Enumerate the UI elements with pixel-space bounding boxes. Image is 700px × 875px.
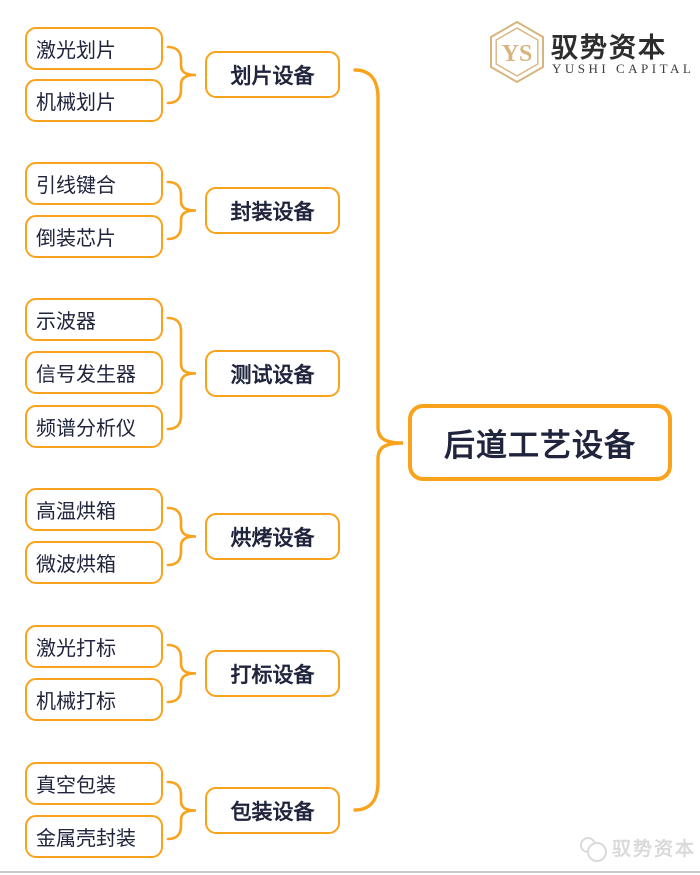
leaf-node-metal-can-packing: 金属壳封装 — [25, 815, 163, 858]
brace-dicing — [166, 45, 197, 105]
leaf-node-wire-bonding: 引线键合 — [25, 162, 163, 205]
category-node-marking-equipment: 打标设备 — [205, 650, 340, 697]
yushi-capital-hexagon-logo-icon: YS — [490, 20, 544, 84]
footer-brand-icon — [580, 837, 607, 862]
leaf-node-laser-dicing: 激光划片 — [25, 27, 163, 70]
leaf-node-flip-chip: 倒装芯片 — [25, 215, 163, 258]
brace-root — [353, 68, 404, 812]
brace-packing — [166, 780, 197, 841]
logo-monogram: YS — [502, 41, 533, 67]
footer-brand-name: 驭势资本 — [612, 839, 697, 860]
bottom-divider — [0, 871, 700, 873]
leaf-node-vacuum-packing: 真空包装 — [25, 762, 163, 805]
leaf-node-signal-generator: 信号发生器 — [25, 351, 163, 394]
root-node-backend-process-equipment: 后道工艺设备 — [408, 404, 672, 481]
leaf-node-high-temp-oven: 高温烘箱 — [25, 488, 163, 531]
leaf-node-mechanical-dicing: 机械划片 — [25, 79, 163, 122]
brace-packaging — [166, 180, 197, 241]
leaf-node-oscilloscope: 示波器 — [25, 298, 163, 341]
category-node-dicing-equipment: 划片设备 — [205, 51, 340, 98]
logo-company-name-en: YUSHI CAPITAL — [552, 61, 695, 76]
category-node-packaging-equipment: 封装设备 — [205, 187, 340, 234]
leaf-node-mechanical-marking: 机械打标 — [25, 678, 163, 721]
category-node-testing-equipment: 测试设备 — [205, 350, 340, 397]
brace-baking — [166, 506, 197, 567]
brace-marking — [166, 643, 197, 704]
logo-company-name-cn: 驭势资本 — [551, 33, 667, 63]
leaf-node-spectrum-analyzer: 频谱分析仪 — [25, 405, 163, 448]
leaf-node-microwave-oven: 微波烘箱 — [25, 541, 163, 584]
category-node-baking-equipment: 烘烤设备 — [205, 513, 340, 560]
brace-testing — [166, 316, 197, 431]
leaf-node-laser-marking: 激光打标 — [25, 625, 163, 668]
category-node-packing-equipment: 包装设备 — [205, 787, 340, 834]
